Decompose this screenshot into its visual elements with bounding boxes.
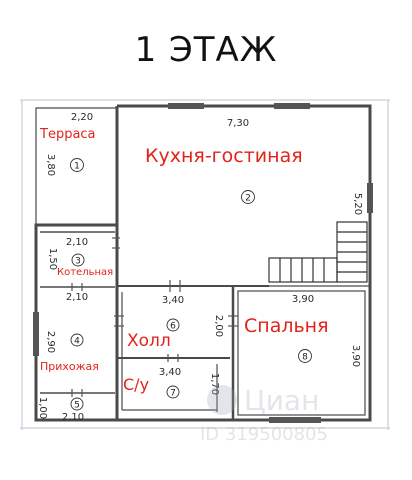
terrace-height: 3,80 (45, 154, 56, 176)
boiler-width: 2,10 (66, 237, 88, 248)
bedroom-height: 3,90 (350, 345, 361, 367)
wc-width: 3,40 (159, 367, 181, 378)
room5-height: 1,00 (37, 397, 48, 419)
room-number-marker (70, 158, 84, 172)
windows (33, 103, 373, 423)
doors (71, 237, 238, 397)
svg-text:7: 7 (170, 389, 176, 399)
svg-text:4: 4 (74, 337, 80, 347)
room-number-texts: 1 2 3 4 5 6 7 8 (74, 162, 308, 411)
room-names: Терраса Кухня-гостиная Котельная Прихожа… (39, 127, 329, 394)
room-name-terrace: Терраса (39, 127, 96, 142)
floor-title: 1 ЭТАЖ (134, 30, 278, 70)
hall-height: 2,00 (213, 315, 224, 337)
kitchen-height: 5,20 (352, 193, 363, 215)
plan-frame (20, 99, 390, 430)
svg-text:3: 3 (75, 257, 81, 267)
watermark-id: ID 319500805 (200, 424, 328, 445)
room-name-hall: Холл (127, 331, 171, 351)
room-number-marker (241, 190, 255, 204)
watermark-brand: Циан (244, 384, 319, 417)
watermark: Циан ID 319500805 (200, 384, 328, 445)
svg-text:6: 6 (170, 322, 176, 332)
room-number-marker (70, 333, 84, 347)
wc-height: 1,70 (209, 373, 220, 395)
room-name-hallway: Прихожая (40, 360, 99, 373)
room-number-marker (298, 349, 312, 363)
room5-width: 2,10 (62, 412, 84, 423)
staircase (268, 221, 368, 283)
room-name-boiler: Котельная (57, 267, 113, 278)
room-name-bedroom: Спальня (244, 315, 329, 337)
room-name-wc: С/у (123, 375, 149, 394)
bedroom-width: 3,90 (292, 294, 314, 305)
room-number-marker (71, 253, 85, 267)
walls (34, 104, 372, 422)
room-number-marker (166, 385, 180, 399)
svg-text:5: 5 (74, 401, 80, 411)
hallway-width: 2,10 (66, 292, 88, 303)
cian-logo-icon (207, 385, 237, 415)
room-name-kitchen: Кухня-гостиная (145, 145, 303, 167)
hallway-height: 2,90 (45, 331, 56, 353)
kitchen-width: 7,30 (227, 118, 249, 129)
hall-width: 3,40 (162, 295, 184, 306)
svg-text:1: 1 (74, 162, 80, 172)
room-number-marker (70, 397, 84, 411)
dimension-labels: 2,20 3,80 7,30 5,20 2,10 1,50 2,10 2,90 … (37, 112, 363, 423)
room-numbers (70, 158, 312, 411)
boiler-height: 1,50 (47, 248, 58, 270)
terrace-width: 2,20 (71, 112, 93, 123)
svg-text:2: 2 (245, 194, 251, 204)
svg-text:8: 8 (302, 353, 308, 363)
room-number-marker (166, 318, 180, 332)
